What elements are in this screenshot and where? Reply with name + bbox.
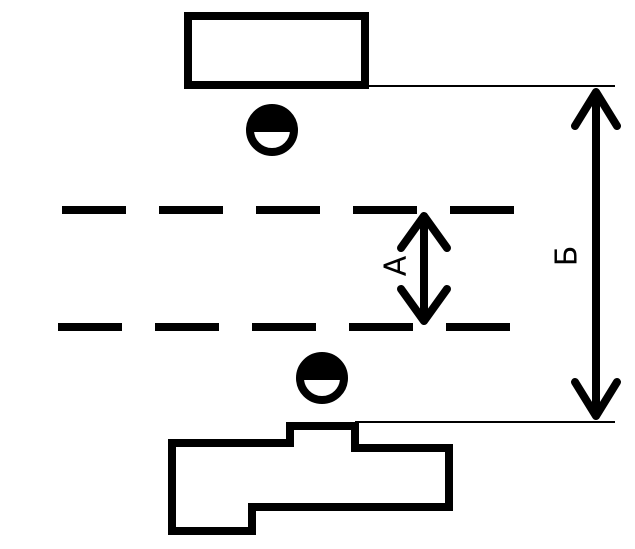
dimension-a-label: А <box>379 255 414 276</box>
dimension-b-arrow <box>571 88 621 420</box>
bottom-object <box>168 422 453 535</box>
dimension-a-arrow <box>397 212 451 325</box>
dimension-b-label: Б <box>550 246 585 267</box>
top-object <box>184 12 369 89</box>
top-half-circle-icon <box>246 104 298 156</box>
bottom-half-circle-icon <box>296 352 348 404</box>
